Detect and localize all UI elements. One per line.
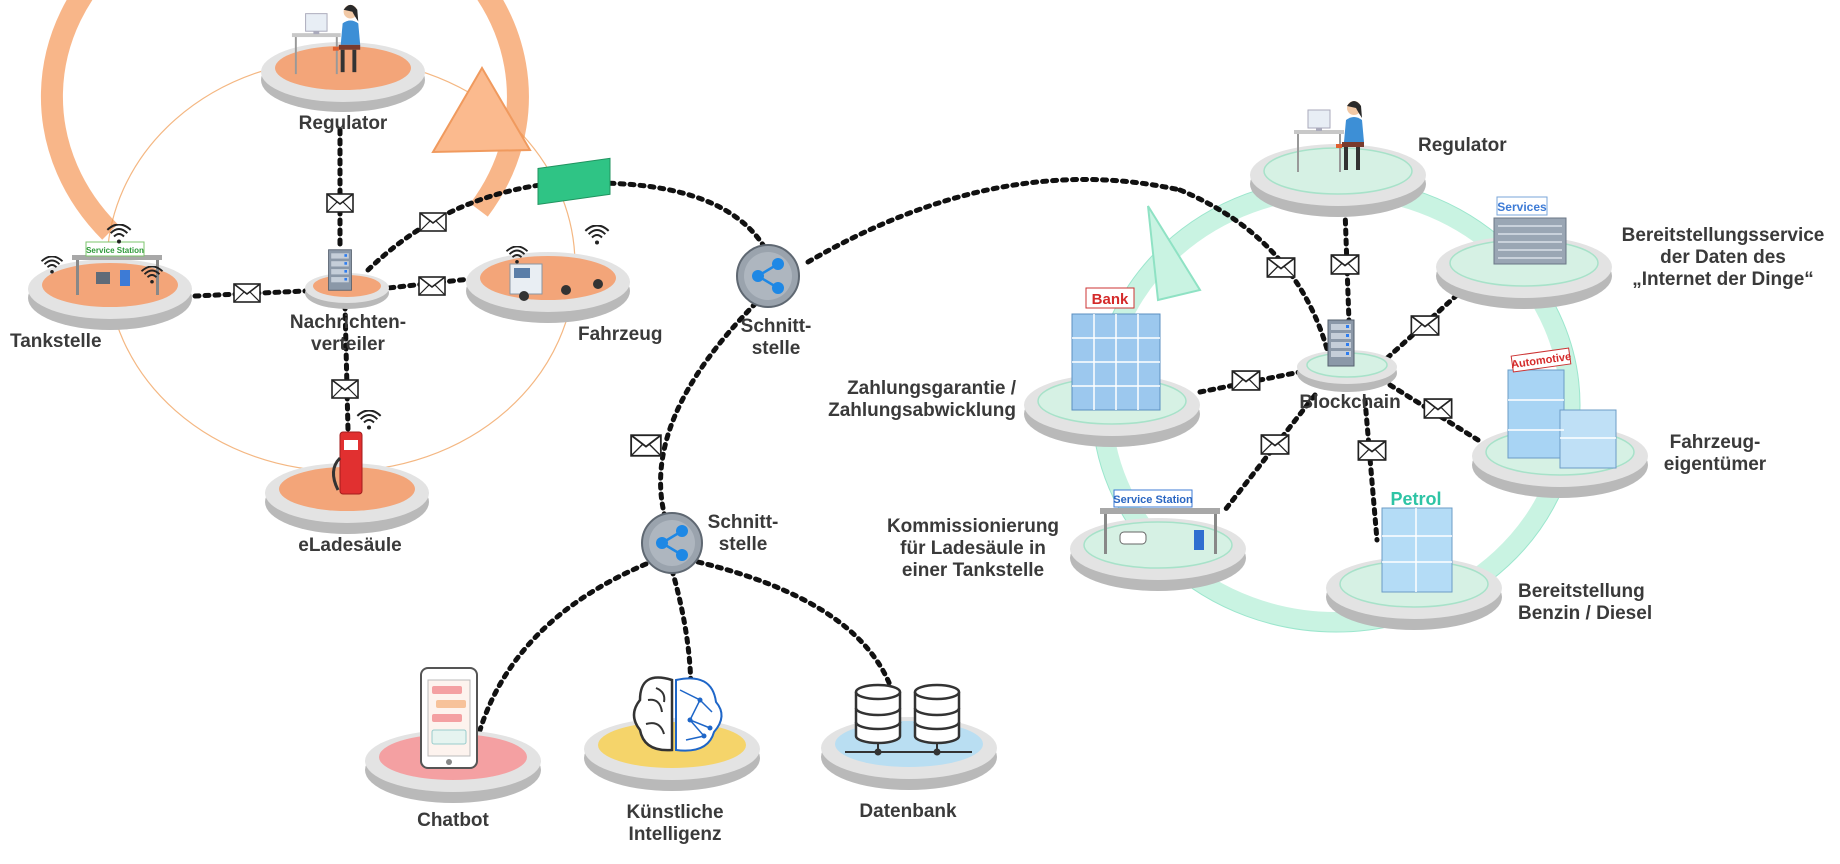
node-iot-services: Services xyxy=(1436,196,1612,309)
edge-hub-db xyxy=(695,559,893,688)
edge-regulator-blockchain xyxy=(1342,207,1353,353)
label-ki-line1: Künstliche xyxy=(626,802,724,823)
server-rack-icon xyxy=(1327,319,1355,367)
node-tankstelle: Service Station xyxy=(28,224,192,330)
label-zahlung-line1: Zahlungsgarantie / xyxy=(847,378,1016,399)
label-hub-bottom-line2: stelle xyxy=(718,534,768,555)
node-datenbank xyxy=(821,683,997,790)
edge-hub-rightring xyxy=(805,177,1183,265)
envelope-icon xyxy=(419,212,447,232)
label-fahrzeug-eigentuemer-line2: eigentümer xyxy=(1663,454,1767,475)
sign-bank: Bank xyxy=(1092,291,1129,308)
label-ki-line2: Intelligenz xyxy=(628,824,722,845)
edges xyxy=(192,127,1481,733)
label-fahrzeug-eigentuemer-line1: Fahrzeug- xyxy=(1669,432,1761,453)
node-chatbot xyxy=(365,667,541,803)
envelope-icon xyxy=(630,434,662,457)
label-chatbot: Chatbot xyxy=(417,810,489,831)
envelope-icon xyxy=(233,283,261,303)
envelope-icon xyxy=(1330,254,1360,275)
node-ki xyxy=(584,676,760,791)
edge-verteiler-eladesaeule xyxy=(342,302,351,433)
node-eladesaeule xyxy=(265,410,429,534)
left-discs: Service Station xyxy=(28,2,630,534)
label-tankstelle: Tankstelle xyxy=(10,331,102,352)
envelope-icon xyxy=(1231,370,1261,391)
left-ring-arrowhead xyxy=(431,66,532,154)
label-right-regulator: Regulator xyxy=(1418,135,1507,156)
label-zahlung: Zahlungsgarantie / Zahlungsabwicklung xyxy=(790,378,1016,422)
left-ring-arrow xyxy=(40,0,529,240)
label-benzin: Bereitstellung Benzin / Diesel xyxy=(1518,581,1698,625)
envelope-icon xyxy=(1260,434,1290,455)
label-iot-line3: „Internet der Dinge“ xyxy=(1632,269,1814,290)
sign-services: Services xyxy=(1497,200,1547,214)
node-petrol: Petrol xyxy=(1326,489,1502,630)
bottom-discs xyxy=(365,667,997,803)
label-hub-top-line1: Schnitt- xyxy=(740,316,812,337)
edge-hub-hub xyxy=(658,300,759,520)
label-fahrzeug-eigentuemer: Fahrzeug- eigentümer xyxy=(1640,432,1790,476)
label-kommission-line1: Kommissionierung xyxy=(886,516,1060,537)
label-iot-line2: der Daten des xyxy=(1660,247,1786,268)
label-verteiler-line1: Nachrichten- xyxy=(289,312,407,333)
node-right-regulator xyxy=(1250,99,1426,217)
node-kommission: Service Station xyxy=(1070,489,1246,591)
node-fahrzeug xyxy=(466,157,630,323)
edge-hub-chatbot xyxy=(477,561,649,733)
node-automotive: Automotive xyxy=(1472,347,1648,498)
label-blockchain: Blockchain xyxy=(1299,392,1401,413)
wifi-icon xyxy=(356,410,382,430)
node-blockchain xyxy=(1297,319,1397,392)
label-fahrzeug: Fahrzeug xyxy=(578,324,663,345)
envelope-icon xyxy=(326,193,354,213)
hub-bottom xyxy=(641,512,703,574)
sign-service-station-left: Service Station xyxy=(86,246,144,255)
label-eladesaeule: eLadesäule xyxy=(298,535,402,556)
label-benzin-line2: Benzin / Diesel xyxy=(1518,603,1653,624)
envelope-icon xyxy=(1357,440,1387,461)
label-left-regulator: Regulator xyxy=(298,113,388,134)
label-hub-top-line2: stelle xyxy=(751,338,801,359)
hubs xyxy=(641,244,800,574)
label-kommission-line2: für Ladesäule in xyxy=(900,538,1046,559)
label-hub-bottom-line1: Schnitt- xyxy=(707,512,779,533)
node-verteiler xyxy=(305,249,389,309)
label-zahlung-line2: Zahlungsabwicklung xyxy=(828,400,1016,421)
sign-service-station-right: Service Station xyxy=(1113,494,1193,506)
edge-blockchain-benzin xyxy=(1362,397,1380,543)
node-bank: Bank xyxy=(1024,287,1200,447)
edge-verteiler-top xyxy=(365,182,543,273)
node-left-regulator xyxy=(261,2,425,112)
hub-top xyxy=(736,244,800,308)
label-verteiler-line2: verteiler xyxy=(311,334,385,355)
envelope-icon xyxy=(1423,398,1453,419)
right-discs: Services Bank xyxy=(1024,99,1648,630)
label-ki: Künstliche Intelligenz xyxy=(610,802,740,846)
label-benzin-line1: Bereitstellung xyxy=(1518,581,1645,602)
label-verteiler: Nachrichten- verteiler xyxy=(278,312,418,356)
label-iot: Bereitstellungsservice der Daten des „In… xyxy=(1612,225,1834,291)
label-kommission-line3: einer Tankstelle xyxy=(901,560,1045,581)
label-hub-bottom: Schnitt- stelle xyxy=(693,512,793,556)
label-hub-top: Schnitt- stelle xyxy=(726,316,826,360)
wifi-icon xyxy=(584,225,610,245)
wifi-icon xyxy=(106,224,132,244)
envelope-icon xyxy=(1266,257,1296,278)
label-kommission: Kommissionierung für Ladesäule in einer … xyxy=(868,516,1078,582)
envelope-icon xyxy=(418,276,446,296)
right-ring-arrowhead xyxy=(1147,205,1202,302)
envelope-icon xyxy=(331,379,359,399)
sign-petrol: Petrol xyxy=(1390,489,1441,509)
envelope-icon xyxy=(1410,315,1440,336)
label-iot-line1: Bereitstellungsservice xyxy=(1621,225,1825,246)
label-datenbank: Datenbank xyxy=(859,801,957,822)
server-rack-icon xyxy=(328,249,352,291)
